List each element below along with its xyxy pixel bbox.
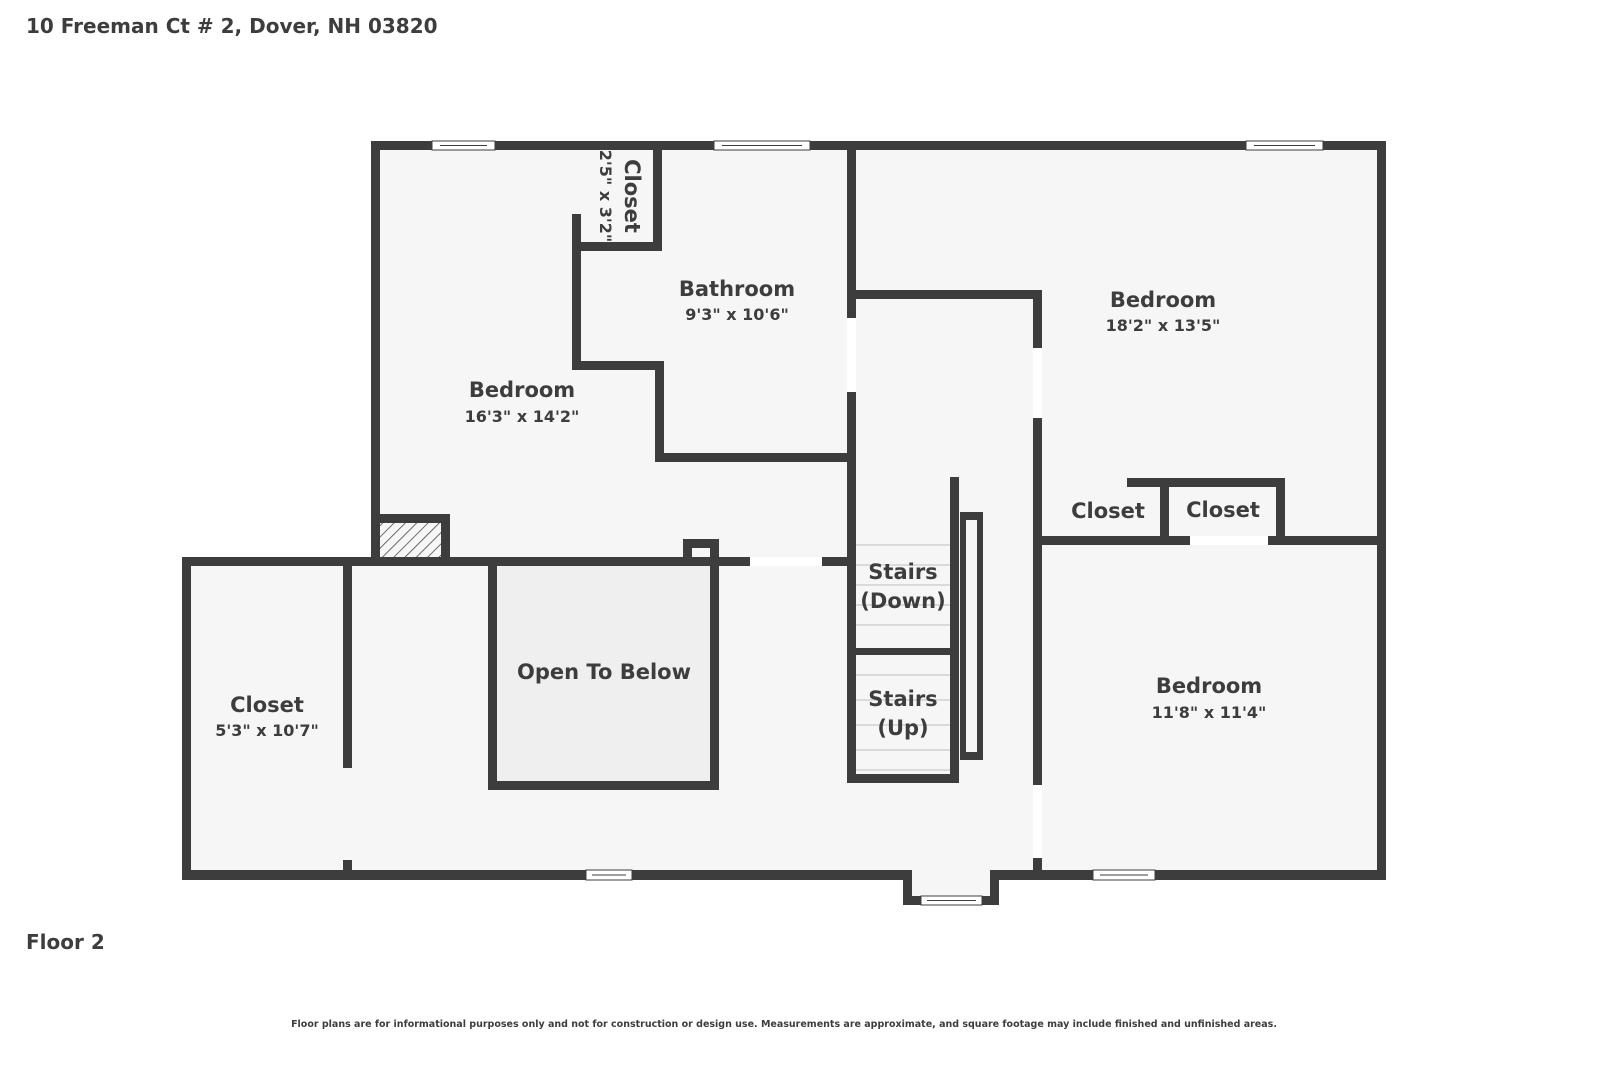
room-dimensions: 18'2" x 13'5"	[1106, 316, 1221, 335]
room-dimensions: 11'8" x 11'4"	[1152, 703, 1267, 722]
room-name: Closet	[230, 693, 304, 717]
room-dimensions: (Down)	[860, 589, 945, 613]
disclaimer: Floor plans are for informational purpos…	[291, 1019, 1277, 1030]
room-name: Bedroom	[469, 378, 575, 402]
open-to-below-area	[488, 557, 719, 790]
room-name: Stairs	[868, 687, 937, 711]
room-name: Bedroom	[1156, 674, 1262, 698]
floor-area	[182, 141, 1386, 905]
windows	[431, 140, 1324, 906]
room-name: Closet	[1186, 498, 1260, 522]
floor-label: Floor 2	[26, 930, 105, 954]
room-name: Bedroom	[1110, 288, 1216, 312]
room-dimensions: (Up)	[877, 716, 928, 740]
room-name: Closet	[1071, 499, 1145, 523]
property-address: 10 Freeman Ct # 2, Dover, NH 03820	[26, 14, 438, 38]
room-dimensions: 5'3" x 10'7"	[215, 721, 319, 740]
room-name: Open To Below	[517, 660, 691, 684]
room-name: Stairs	[868, 560, 937, 584]
room-dimensions: 9'3" x 10'6"	[685, 305, 789, 324]
room-dimensions: 16'3" x 14'2"	[465, 407, 580, 426]
room-name: Bathroom	[679, 277, 795, 301]
stair-treads	[856, 544, 950, 771]
room-name: Closet	[620, 159, 644, 233]
doorways	[750, 318, 1268, 858]
room-dimensions: 2'5" x 3'2"	[596, 150, 615, 242]
room-labels: Bedroom 16'3" x 14'2" Bathroom 9'3" x 10…	[215, 150, 1266, 740]
